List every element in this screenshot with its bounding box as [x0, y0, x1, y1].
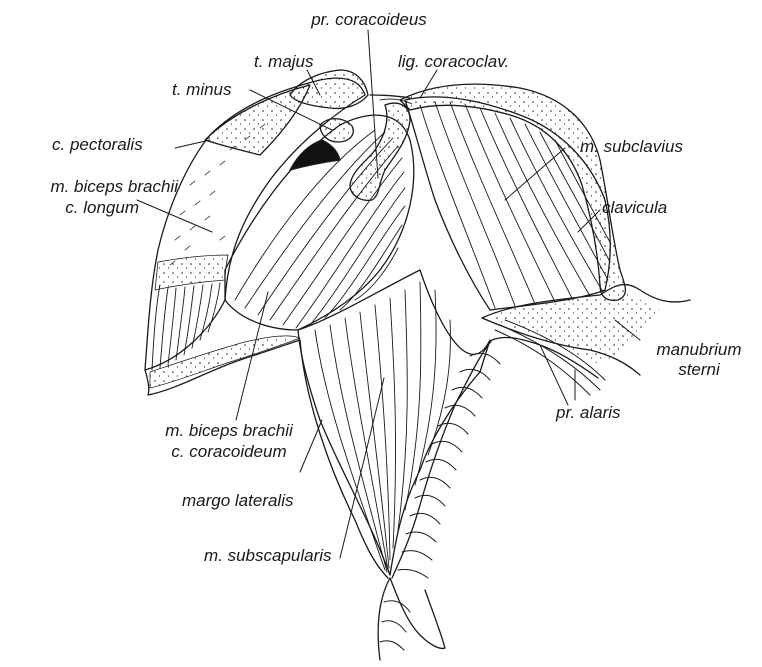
subscapularis-fibers: [315, 282, 450, 572]
label-manubrium-line2: sterni: [636, 360, 762, 379]
scapula-tail: [378, 578, 445, 660]
t-majus-shape: [290, 70, 368, 108]
label-biceps-brachii-longum-line1: m. biceps brachii: [0, 177, 178, 196]
label-m-subscapularis: m. subscapularis: [204, 546, 332, 565]
label-pr-coracoideus: pr. coracoideus: [284, 10, 454, 29]
dark-cavity: [290, 140, 340, 170]
label-margo-lateralis: margo lateralis: [182, 491, 294, 510]
label-c-pectoralis: c. pectoralis: [52, 135, 143, 154]
lig-coracoclav-line: [370, 95, 410, 98]
forearm-stipple: [150, 336, 300, 388]
label-biceps-brachii-coracoideum-line1: m. biceps brachii: [130, 421, 328, 440]
scapula-ridges: [380, 353, 500, 650]
label-t-minus: t. minus: [172, 80, 232, 99]
label-manubrium-line1: manubrium: [636, 340, 762, 359]
clavicula-outline: [400, 84, 625, 300]
label-biceps-brachii-coracoideum-line2: c. coracoideum: [130, 442, 328, 461]
label-pr-alaris: pr. alaris: [556, 403, 621, 422]
biceps-longum-stipple-band: [155, 255, 228, 290]
label-lig-coracoclav: lig. coracoclav.: [398, 52, 509, 71]
label-m-subclavius: m. subclavius: [580, 137, 683, 156]
label-t-majus: t. majus: [254, 52, 314, 71]
t-minus-shape: [320, 119, 353, 142]
label-biceps-brachii-longum-line2: c. longum: [0, 198, 139, 217]
label-clavicula: clavicula: [602, 198, 667, 217]
